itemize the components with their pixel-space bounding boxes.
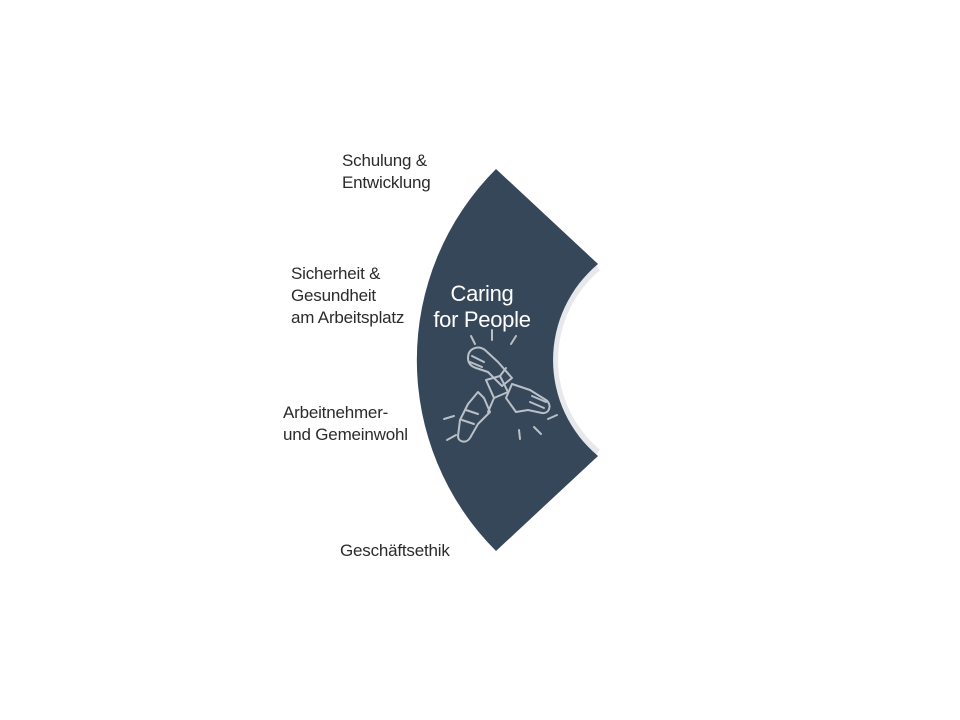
topic-label-schulung: Schulung & Entwicklung — [342, 151, 431, 192]
segment-title-line2: for People — [433, 307, 531, 332]
segment-title-line1: Caring — [450, 281, 514, 306]
topic-label-gemeinwohl: Arbeitnehmer- und Gemeinwohl — [283, 403, 408, 444]
topic-label-sicherheit: Sicherheit & Gesundheit am Arbeitsplatz — [291, 264, 405, 327]
ring-guide-arc — [552, 265, 600, 455]
caring-for-people-segment — [416, 169, 598, 551]
segment-title: Caring for People — [420, 281, 544, 333]
joined-hands-icon — [443, 329, 558, 443]
topic-label-geschaeftsethik: Geschäftsethik — [340, 541, 450, 560]
